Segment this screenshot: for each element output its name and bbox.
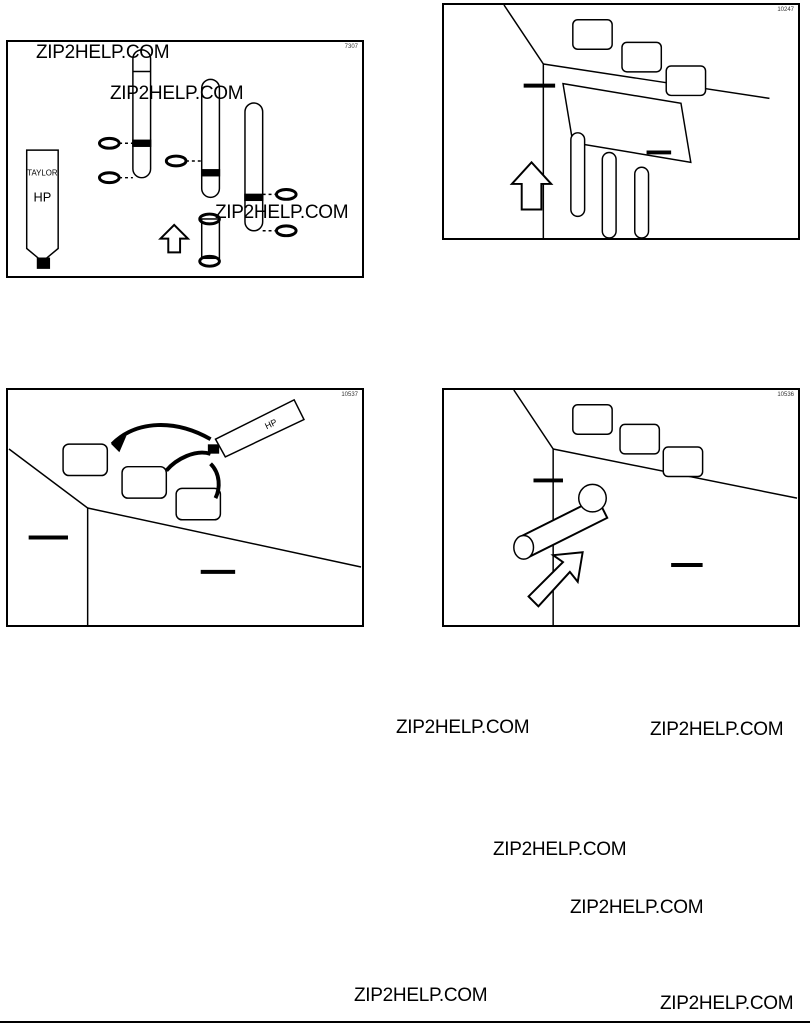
figure-1-panel: 7307 — [6, 40, 364, 278]
page-bottom-rule — [0, 1021, 810, 1023]
figure-4-illustration — [513, 390, 798, 625]
tube-label-text: HP — [34, 189, 52, 204]
watermark-7: ZIP2HELP.COM — [570, 897, 704, 918]
watermark-9: ZIP2HELP.COM — [660, 993, 794, 1014]
figure-4-code: 10536 — [777, 392, 794, 398]
figure-3-panel: 10537 HP — [6, 388, 364, 627]
figure-3-illustration: HP — [8, 398, 362, 625]
figure-4-panel: 10536 — [442, 388, 800, 627]
watermark-1: ZIP2HELP.COM — [36, 42, 170, 63]
watermark-5: ZIP2HELP.COM — [650, 719, 784, 740]
watermark-2: ZIP2HELP.COM — [110, 83, 244, 104]
watermark-6: ZIP2HELP.COM — [493, 839, 627, 860]
figure-3-code: 10537 — [341, 392, 358, 398]
figure-2-illustration — [503, 5, 770, 238]
figure-2-panel: 10247 — [442, 3, 800, 240]
watermark-3: ZIP2HELP.COM — [215, 202, 349, 223]
figure-2-code: 10247 — [777, 7, 794, 13]
fig3-tube-label: HP — [263, 417, 278, 431]
figure-1-code: 7307 — [344, 44, 358, 50]
watermark-8: ZIP2HELP.COM — [354, 985, 488, 1006]
figure-1-illustration: TAYLOR HP — [25, 49, 298, 269]
tube-brand-text: TAYLOR — [27, 169, 58, 178]
watermark-4: ZIP2HELP.COM — [396, 717, 530, 738]
